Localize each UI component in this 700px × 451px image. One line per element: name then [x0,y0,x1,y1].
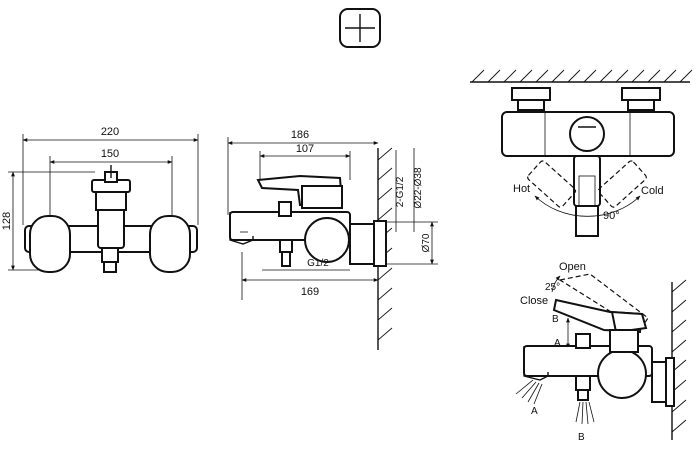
dim-width-total: 220 [101,126,119,138]
label-a-bottom: A [531,406,538,417]
front-view: 220 150 128 [1,126,199,273]
dim-width-center: 150 [101,148,119,160]
cross-symbol-icon [339,8,381,48]
dim-inlet-dia: Ø22-Ø38 [413,167,424,209]
dim-top: 186 [291,129,309,141]
lever-rotation-view: Hot Cold 90° [470,69,693,237]
flow-diagram-view: Open 25° Close B A [515,261,687,443]
hot-label: Hot [513,183,530,195]
dim-lever: 107 [296,143,314,155]
side-view: 186 107 2-G1/2 Ø22-Ø38 Ø70 [227,129,438,350]
tilt-angle: 25° [545,282,560,293]
open-label: Open [559,261,586,273]
rotation-label: 90° [603,210,620,222]
label-a-mid: A [554,338,561,349]
dim-body-dia: Ø70 [421,233,432,252]
close-label: Close [520,295,548,307]
dim-depth: 169 [301,286,319,298]
cold-label: Cold [641,185,664,197]
label-b-bottom: B [578,432,585,443]
dim-outlet: G1/2 [307,258,329,269]
dim-height: 128 [1,212,13,230]
label-b-top: B [552,314,559,325]
dim-inlet: 2-G1/2 [395,176,406,207]
